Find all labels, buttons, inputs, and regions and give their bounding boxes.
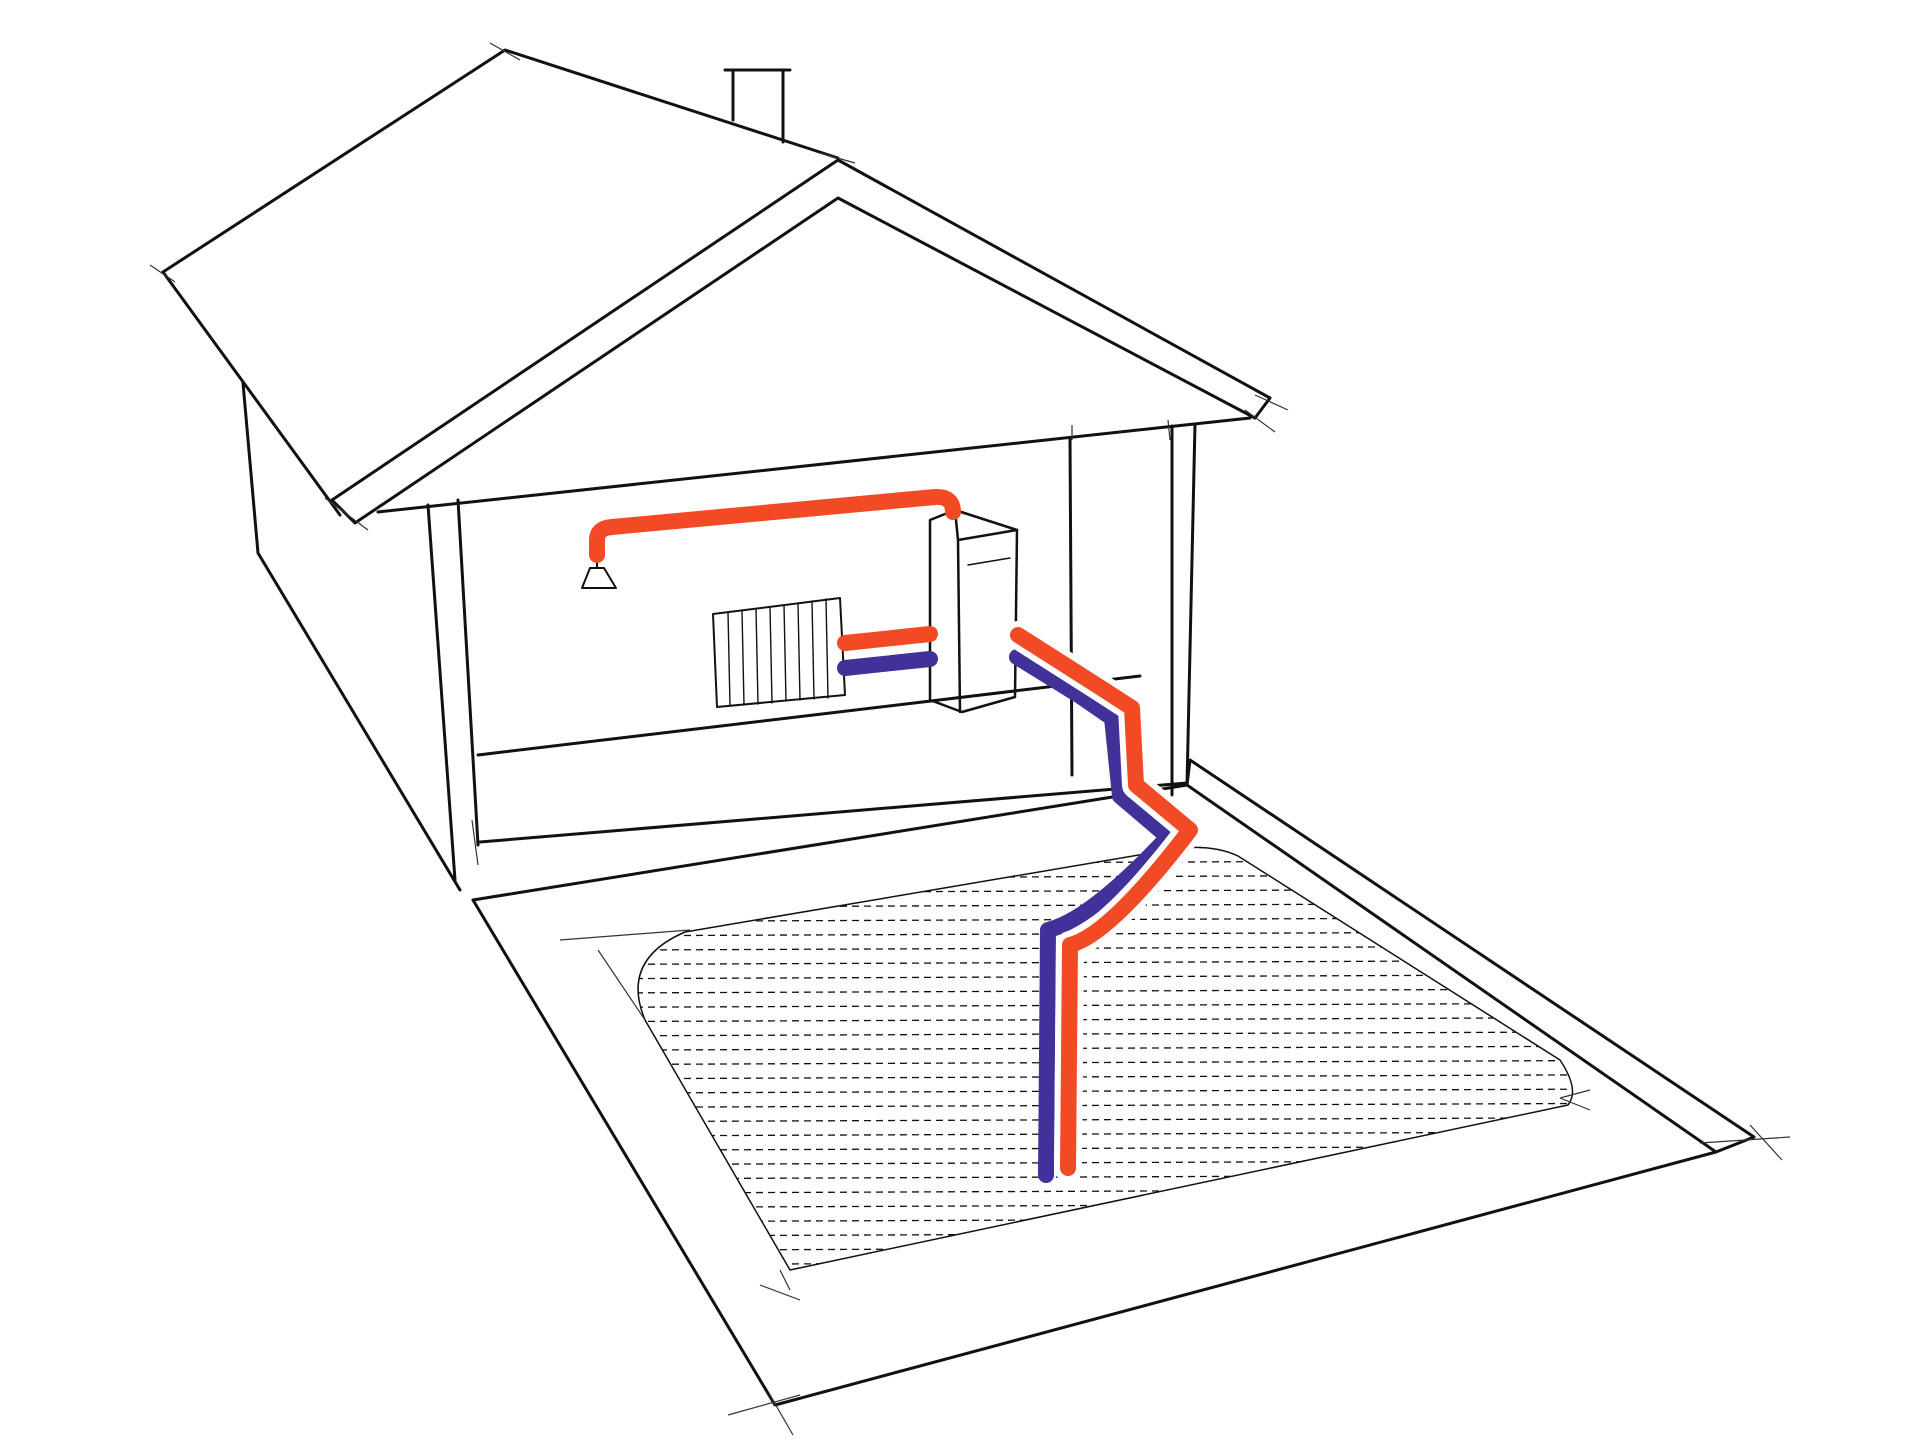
radiator-icon bbox=[712, 597, 846, 708]
hatch-line bbox=[600, 1275, 1600, 1279]
heat-pump-unit-icon bbox=[928, 508, 1019, 714]
hot-pipe-ground-loop bbox=[1010, 627, 1198, 1176]
roof-eave-left bbox=[161, 270, 342, 517]
plot-inner-edge bbox=[1185, 758, 1756, 1154]
chimney bbox=[723, 68, 792, 144]
collector-ticks bbox=[559, 929, 1591, 1301]
hatch-line bbox=[638, 1117, 1573, 1123]
gable-inner bbox=[330, 196, 1257, 525]
roof-back bbox=[161, 48, 840, 274]
hatch-line bbox=[638, 945, 1573, 951]
hatch-line bbox=[638, 1260, 1573, 1266]
hatch-line bbox=[638, 974, 1573, 980]
floor-base bbox=[471, 783, 1189, 902]
hatch-line bbox=[638, 1074, 1573, 1080]
cold-pipe-ground-loop bbox=[1009, 649, 1176, 1183]
hatch-line bbox=[638, 1102, 1573, 1109]
plot-outline bbox=[471, 783, 1718, 1407]
floor-front bbox=[478, 781, 1189, 844]
hatch-line bbox=[638, 1159, 1573, 1166]
hatch-line bbox=[638, 1045, 1573, 1051]
hatch-line bbox=[638, 959, 1573, 966]
wall-left bbox=[241, 381, 462, 892]
hatch-line bbox=[638, 873, 1573, 880]
hatch-line bbox=[638, 1088, 1573, 1094]
gable-base bbox=[376, 416, 1252, 514]
hatch-line bbox=[638, 847, 1573, 851]
hatch-line bbox=[638, 1174, 1573, 1180]
hot-pipe-radiator bbox=[837, 626, 938, 651]
hatch-line bbox=[638, 1245, 1573, 1252]
hatch-line bbox=[638, 1145, 1573, 1151]
pipe-system bbox=[589, 488, 1204, 1183]
hatch-line bbox=[638, 1231, 1573, 1237]
hatch-line bbox=[638, 1131, 1573, 1137]
hatch-line bbox=[638, 1217, 1573, 1223]
hatch-line bbox=[638, 1031, 1573, 1037]
house-outline-icon bbox=[149, 42, 1791, 1436]
gable-outer bbox=[330, 158, 1272, 502]
cold-pipe-radiator bbox=[837, 651, 938, 676]
floor-back bbox=[476, 674, 1142, 757]
hot-pipe-lamp bbox=[589, 488, 961, 563]
hatch-line bbox=[638, 1016, 1573, 1023]
hatch-line bbox=[638, 1188, 1573, 1194]
front-post-right bbox=[1068, 422, 1197, 797]
hatch-line bbox=[638, 988, 1573, 994]
hatch-line bbox=[638, 1059, 1573, 1066]
hatch-line bbox=[638, 1002, 1573, 1008]
construction-ticks bbox=[149, 42, 1791, 1436]
front-post-left bbox=[426, 498, 480, 882]
collector-border bbox=[637, 846, 1574, 1271]
